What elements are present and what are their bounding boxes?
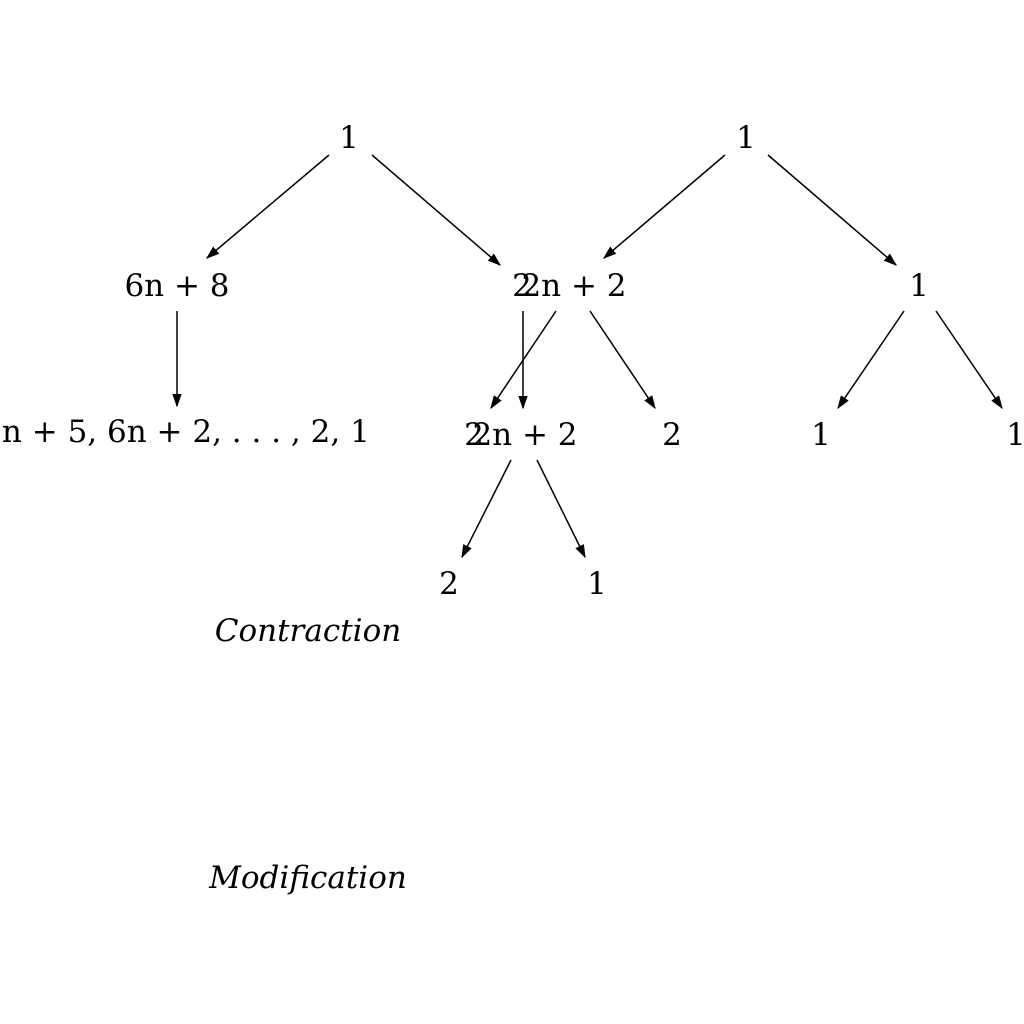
node-c-left: 2 bbox=[464, 417, 484, 453]
edge-middle-to-c-right bbox=[589, 310, 656, 410]
caption-contraction: Contraction bbox=[215, 613, 401, 649]
captions: Contraction Modification bbox=[208, 613, 407, 896]
node-c-left-overlay: 2n + 2 bbox=[472, 417, 577, 453]
edge-a-root-to-a-left bbox=[205, 154, 330, 259]
edges bbox=[172, 154, 1003, 559]
edge-b-right-to-left-child bbox=[837, 310, 905, 410]
edge-c-left-to-d-left bbox=[461, 459, 512, 559]
edge-b-root-to-b-right bbox=[767, 154, 898, 266]
node-c-right: 2 bbox=[662, 417, 682, 453]
node-labels: 1 1 6n + 8 6n + 5, 6n + 2, . . . , 2, 1 … bbox=[0, 120, 1024, 602]
node-a-left-chain: 6n + 5, 6n + 2, . . . , 2, 1 bbox=[0, 414, 370, 450]
node-d-left: 2 bbox=[439, 566, 459, 602]
node-b-right-right-child: 1 bbox=[1006, 417, 1024, 453]
node-b-right-left-child: 1 bbox=[811, 417, 831, 453]
node-middle-overlay: 2n + 2 bbox=[521, 268, 626, 304]
node-d-right: 1 bbox=[587, 566, 607, 602]
edge-b-right-to-right-child bbox=[935, 310, 1003, 410]
edge-middle-to-c-left bbox=[490, 310, 557, 410]
node-a-root: 1 bbox=[339, 120, 359, 156]
node-b-root: 1 bbox=[736, 120, 756, 156]
edge-c-left-to-d-right bbox=[536, 459, 586, 559]
edge-b-root-to-middle bbox=[602, 154, 726, 259]
edge-a-root-to-middle bbox=[371, 154, 502, 266]
node-a-left: 6n + 8 bbox=[124, 268, 229, 304]
caption-modification: Modification bbox=[208, 860, 407, 896]
node-b-right: 1 bbox=[909, 268, 929, 304]
node-middle: 2 bbox=[512, 268, 532, 304]
